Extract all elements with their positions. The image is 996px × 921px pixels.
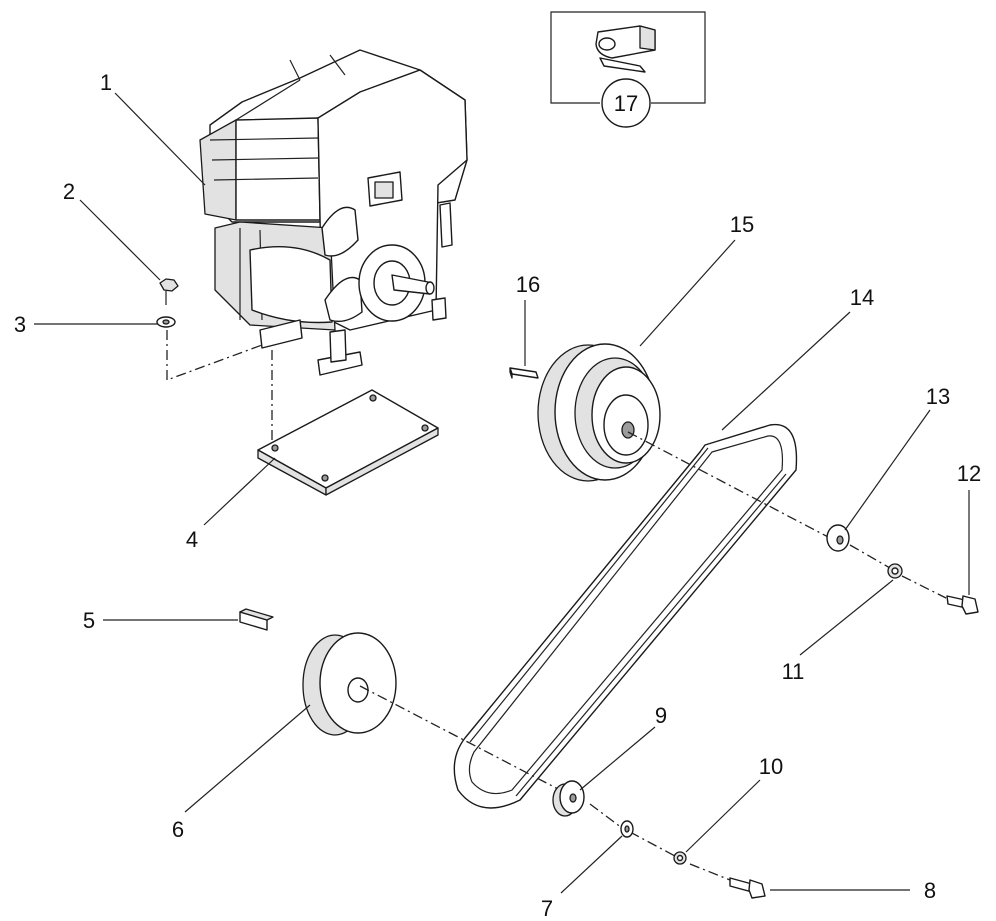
key-part-16 (509, 367, 539, 379)
callout-13: 13 (926, 384, 950, 409)
callout-10: 10 (759, 754, 783, 779)
callout-3: 3 (14, 312, 26, 337)
washer-part-3 (156, 316, 176, 328)
callout-4: 4 (186, 527, 198, 552)
callout-labels: 1 2 3 4 5 6 7 8 9 10 11 12 13 14 15 16 (14, 70, 981, 921)
bolt-part-8 (729, 877, 766, 899)
leader-lines (34, 92, 970, 894)
callout-1: 1 (100, 70, 112, 95)
bolt-part-12 (946, 595, 979, 615)
callout-8: 8 (924, 878, 936, 903)
callout-14: 14 (850, 285, 874, 310)
lock-washer-part-11 (887, 563, 903, 579)
hub-part-9 (552, 780, 585, 817)
clip-part-17-drawing (595, 25, 656, 73)
engine-part-1 (199, 49, 468, 376)
callout-5: 5 (83, 608, 95, 633)
lock-washer-part-10 (673, 851, 687, 865)
callout-2: 2 (63, 179, 75, 204)
callout-12: 12 (957, 461, 981, 486)
inset-box-part-17: 17 (550, 11, 706, 128)
callout-17: 17 (614, 91, 638, 116)
callout-11: 11 (782, 659, 805, 684)
engine-pulley-part-15 (537, 343, 661, 482)
washer-part-13 (826, 524, 850, 552)
key-part-5 (239, 608, 274, 631)
callout-15: 15 (730, 212, 754, 237)
callout-16: 16 (516, 272, 540, 297)
driven-pulley-part-6 (302, 632, 397, 736)
nut-part-2 (159, 278, 179, 305)
washer-part-7 (620, 820, 634, 838)
base-plate-part-4 (257, 389, 439, 496)
callout-9: 9 (655, 703, 667, 728)
callout-6: 6 (172, 817, 184, 842)
v-belt-part-14 (453, 423, 798, 809)
callout-circle-17 (601, 78, 651, 128)
callout-7: 7 (541, 896, 553, 921)
